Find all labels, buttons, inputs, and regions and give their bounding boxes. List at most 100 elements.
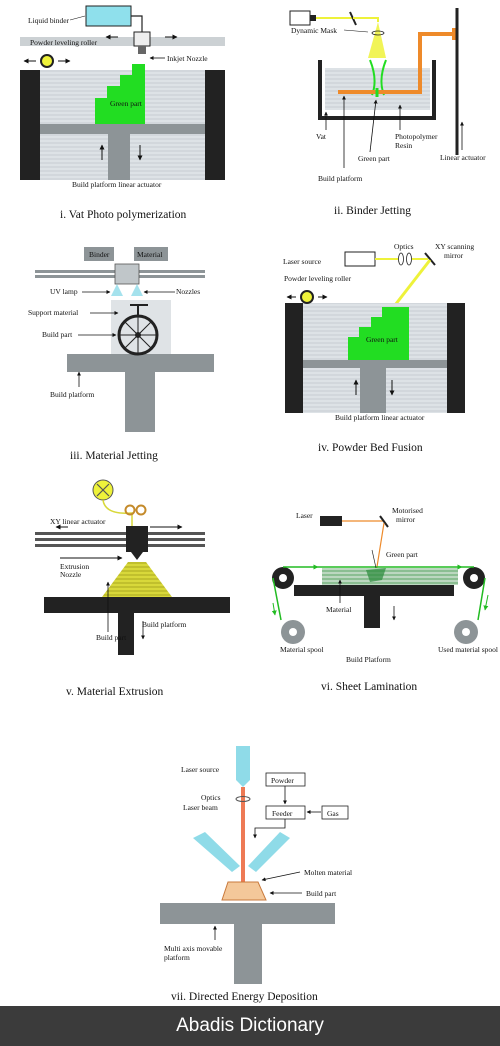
print-head xyxy=(114,263,140,285)
label-material: Material xyxy=(326,605,351,614)
label-optics: Optics xyxy=(201,793,221,802)
label-used-material-spool: Used material spool xyxy=(438,645,498,654)
optics-lens-icon xyxy=(235,796,251,802)
caption-panel-2: ii. Binder Jetting xyxy=(334,205,411,217)
label-build-platform: Build platform xyxy=(50,390,95,399)
panel-material-jetting: Binder Material UV lamp Nozzles Support … xyxy=(28,247,214,462)
roller-icon xyxy=(300,290,314,304)
extruded-part xyxy=(102,562,172,597)
binder-reservoir xyxy=(84,247,114,261)
platform xyxy=(40,124,205,134)
lens-icon xyxy=(398,252,404,266)
platform-column xyxy=(118,613,134,655)
powder-nozzle-right xyxy=(248,832,290,872)
gas-box xyxy=(321,805,349,820)
powder-nozzle-left xyxy=(193,832,240,872)
material-stack xyxy=(322,568,458,585)
caption-panel-6: vi. Sheet Lamination xyxy=(321,681,417,693)
laser-source-icon xyxy=(344,251,376,267)
feeder-box xyxy=(265,805,306,820)
label-liquid-binder: Liquid binder xyxy=(28,16,70,25)
label-multi-axis: Multi axis movable xyxy=(164,944,223,953)
filament-spool-icon xyxy=(92,479,114,501)
label-build-platform: Build platform linear actuator xyxy=(335,413,425,422)
binder-tank xyxy=(85,5,132,27)
label-green-part: Green part xyxy=(366,335,399,344)
material-reservoir xyxy=(134,247,168,261)
platform-piston xyxy=(108,134,130,180)
label-build-platform: Build Platform xyxy=(346,655,391,664)
caption-panel-3: iii. Material Jetting xyxy=(70,450,158,462)
platform-column xyxy=(125,372,155,432)
panel-binder-jetting: Dynamic Mask Vat Green part Photopolymer… xyxy=(289,8,486,217)
label-build-part: Build part xyxy=(306,889,337,898)
label-binder: Binder xyxy=(89,250,110,259)
label-molten-material: Molten material xyxy=(304,868,352,877)
platform-piston xyxy=(360,368,386,413)
panel-material-extrusion: XY linear actuator Extrusion Nozzle Buil… xyxy=(35,479,230,698)
label-photopolymer: Photopolymer xyxy=(395,132,438,141)
label-feeder: Feeder xyxy=(272,809,293,818)
inkjet-nozzle-icon xyxy=(133,31,151,47)
caption-panel-1: i. Vat Photo polymerization xyxy=(60,209,187,221)
label-green-part: Green part xyxy=(386,550,419,559)
platform xyxy=(67,354,214,372)
label-xy-scanning: XY scanning xyxy=(435,242,474,251)
laser-beam xyxy=(241,787,245,883)
label-support-material: Support material xyxy=(28,308,78,317)
label-laser-source: Laser source xyxy=(283,257,322,266)
powder-box xyxy=(265,772,306,787)
label-motorised: Motorised xyxy=(392,506,423,515)
platform xyxy=(160,903,335,924)
label-uv-lamp: UV lamp xyxy=(50,287,78,296)
am-processes-figure: Liquid binder Powder leveling roller Ink… xyxy=(20,5,498,1003)
left-wall xyxy=(285,303,303,413)
label-vat: Vat xyxy=(316,132,327,141)
motorised-mirror-icon xyxy=(379,515,389,528)
laser-icon xyxy=(320,516,342,526)
panel-powder-bed-fusion: Laser source Optics XY scanning mirror P… xyxy=(283,242,474,454)
label-build-platform: Build platform xyxy=(318,174,363,183)
label-green-part: Green part xyxy=(358,154,391,163)
gear-icon xyxy=(124,504,136,516)
panel-directed-energy-deposition: Laser source Powder Optics Laser beam Fe… xyxy=(160,746,352,1003)
label-material: Material xyxy=(137,250,162,259)
label-dynamic-mask: Dynamic Mask xyxy=(291,26,337,35)
label-material-spool: Material spool xyxy=(280,645,324,654)
platform xyxy=(44,597,230,613)
label-build-platform: Build platform xyxy=(142,620,187,629)
laser-source-icon xyxy=(236,746,250,780)
label-nozzles: Nozzles xyxy=(176,287,200,296)
right-wall xyxy=(447,303,465,413)
caption-panel-5: v. Material Extrusion xyxy=(66,686,164,698)
panel-vat-photopolymerization: Liquid binder Powder leveling roller Ink… xyxy=(20,5,225,221)
label-mirror: mirror xyxy=(444,251,464,260)
green-part xyxy=(95,64,145,124)
label-powder-roller: Powder leveling roller xyxy=(284,274,352,283)
label-build-platform: Build platform linear actuator xyxy=(72,180,162,189)
label-laser-beam: Laser beam xyxy=(183,803,218,812)
platform-column xyxy=(364,596,380,628)
label-mirror: mirror xyxy=(396,515,416,524)
label-optics: Optics xyxy=(394,242,414,251)
label-powder-roller: Powder leveling roller xyxy=(30,38,98,47)
platform xyxy=(294,585,454,596)
label-powder: Powder xyxy=(271,776,294,785)
platform-column xyxy=(234,924,262,984)
vat xyxy=(318,60,436,120)
panel-sheet-lamination: Laser Motorised mirror Green part Materi… xyxy=(271,506,498,693)
footer-brand: Abadis Dictionary xyxy=(176,1015,324,1036)
label-green-part: Green part xyxy=(110,99,143,108)
label-inkjet-nozzle: Inkjet Nozzle xyxy=(167,54,208,63)
extrusion-head xyxy=(126,526,148,552)
right-wall xyxy=(205,70,225,180)
green-part xyxy=(348,307,409,360)
label-nozzle: Nozzle xyxy=(60,570,82,579)
gear-icon xyxy=(135,504,147,516)
watermark-footer: Abadis Dictionary xyxy=(0,1006,500,1046)
platform xyxy=(303,360,447,368)
label-build-part: Build part xyxy=(96,633,127,642)
label-linear-actuator: Linear actuator xyxy=(440,153,486,162)
build-part xyxy=(221,881,267,901)
build-platform-arm xyxy=(338,32,454,94)
